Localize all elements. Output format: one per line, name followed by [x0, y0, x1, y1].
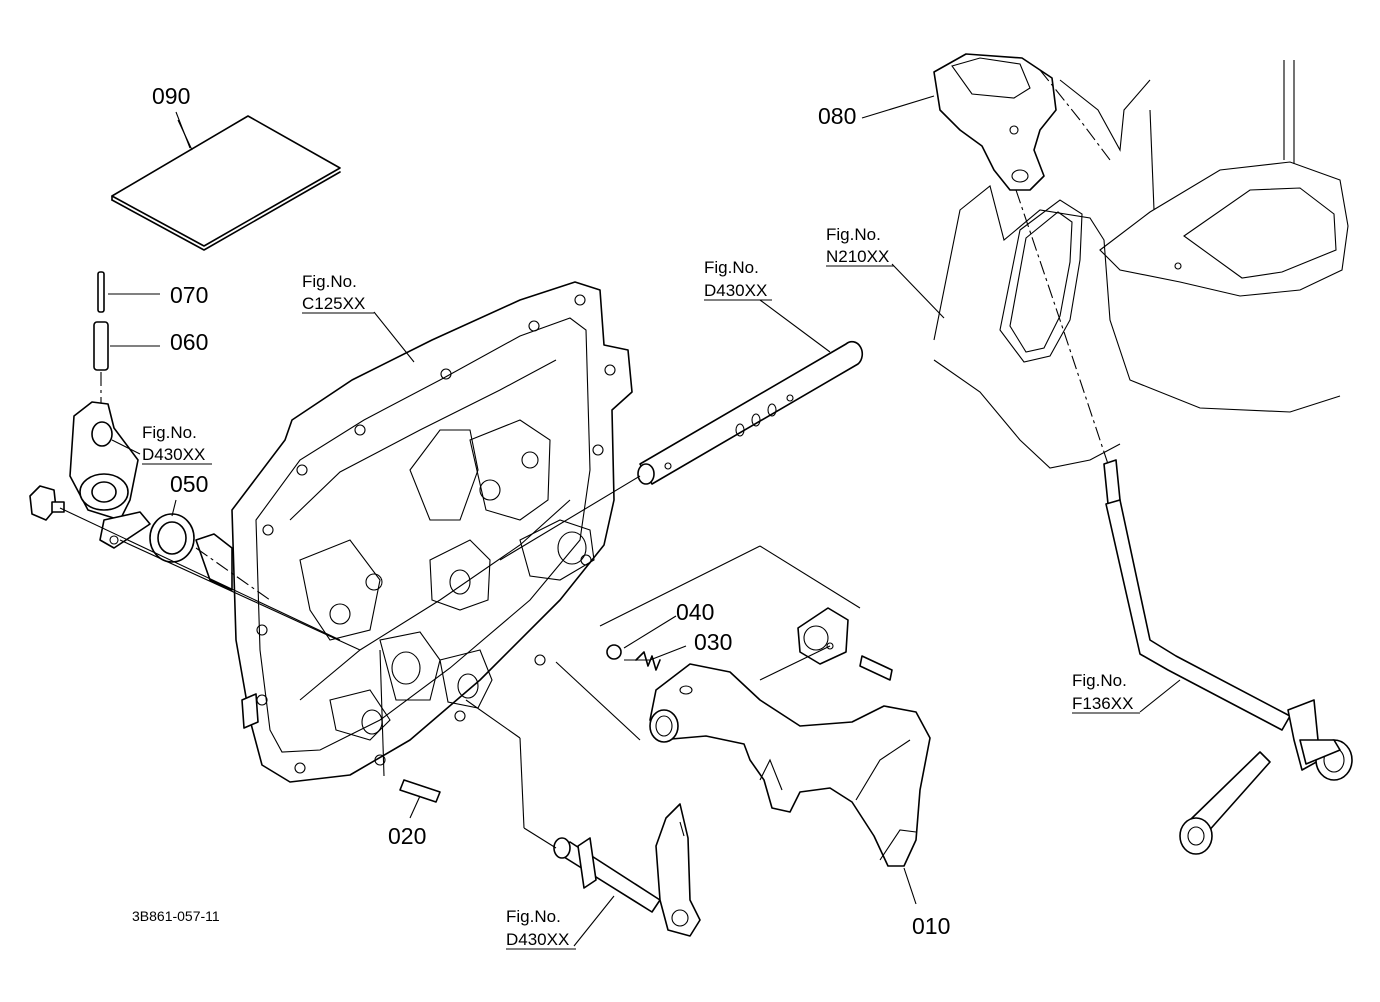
spring-pin-020-part — [399, 779, 441, 803]
figure-ref-n210: Fig.No. N210XX — [826, 225, 894, 267]
figure-ref-d430-bracket: Fig.No. D430XX — [142, 423, 212, 465]
collar-part — [797, 607, 849, 665]
manual-booklet-part — [111, 115, 341, 251]
pin-070-part — [97, 271, 160, 313]
assembly-guide-lines — [59, 475, 861, 849]
svg-text:D430XX: D430XX — [142, 445, 205, 464]
svg-text:Fig.No.: Fig.No. — [302, 272, 357, 291]
part-number-080: 080 — [818, 103, 856, 129]
figure-ref-d430-shift-rod: Fig.No. D430XX — [704, 258, 772, 301]
lever-shaft-part — [553, 803, 701, 937]
oil-seal-050-part — [149, 513, 195, 563]
figure-ref-c125: Fig.No. C125XX — [302, 272, 374, 314]
svg-text:Fig.No.: Fig.No. — [506, 907, 561, 926]
shift-fork-010-part — [649, 663, 931, 867]
svg-text:C125XX: C125XX — [302, 294, 365, 313]
transmission-case-part — [195, 281, 633, 783]
svg-text:N210XX: N210XX — [826, 247, 889, 266]
part-number-040: 030 — [694, 629, 732, 655]
part-number-090: 090 — [152, 83, 190, 109]
part-number-060: 060 — [170, 329, 208, 355]
figure-ref-d430-lever: Fig.No. D430XX — [506, 907, 576, 950]
shift-lever-rod-part — [1103, 459, 1353, 855]
svg-text:D430XX: D430XX — [704, 281, 767, 300]
shift-rod-part — [637, 340, 864, 485]
part-number-010: 010 — [912, 913, 950, 939]
svg-text:Fig.No.: Fig.No. — [826, 225, 881, 244]
svg-text:F136XX: F136XX — [1072, 694, 1133, 713]
part-number-020: 020 — [388, 823, 426, 849]
bolt-part — [29, 485, 65, 521]
svg-text:Fig.No.: Fig.No. — [1072, 671, 1127, 690]
part-number-050: 050 — [170, 471, 208, 497]
arm-bracket-part — [69, 401, 151, 549]
spring-040-part — [635, 651, 661, 671]
drawing-code: 3B861-057-11 — [132, 908, 220, 924]
svg-text:Fig.No.: Fig.No. — [142, 423, 197, 442]
part-number-070: 070 — [170, 282, 208, 308]
leader-lines — [111, 95, 1181, 947]
svg-text:Fig.No.: Fig.No. — [704, 258, 759, 277]
shift-knob-080-part — [933, 53, 1057, 191]
svg-text:D430XX: D430XX — [506, 930, 569, 949]
lever-console-part — [933, 60, 1349, 469]
figure-ref-f136: Fig.No. F136XX — [1072, 671, 1140, 714]
ball-030-part — [606, 644, 622, 660]
spring-pin-part — [859, 655, 893, 681]
part-number-030: 040 — [676, 599, 714, 625]
